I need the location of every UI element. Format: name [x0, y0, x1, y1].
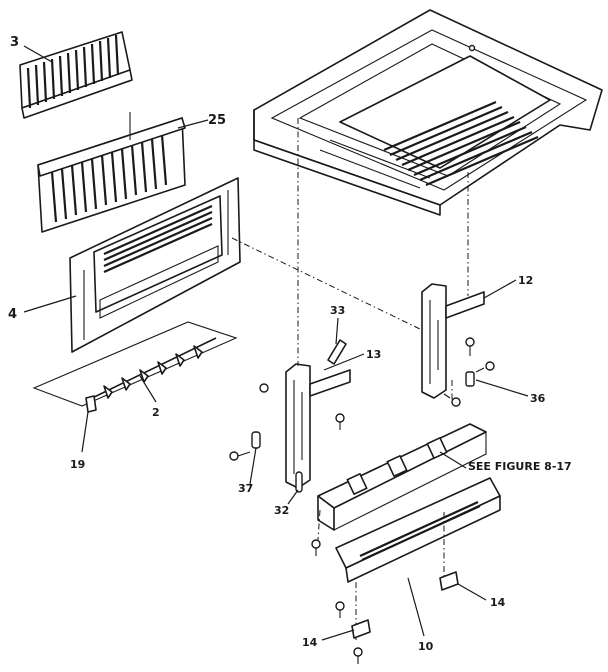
spring-32	[295, 471, 303, 493]
callout-33: 33	[330, 304, 345, 317]
callout-19: 19	[70, 458, 85, 471]
callout-32: 32	[274, 504, 289, 517]
spring-37	[251, 431, 261, 449]
clip-14	[351, 619, 371, 639]
screw-icon	[335, 601, 345, 618]
part-13-bracket	[285, 363, 351, 489]
callout-14-bottom: 14	[302, 636, 318, 649]
screw-icon	[335, 413, 345, 430]
part-25-ribs	[50, 134, 168, 223]
cover-grille	[383, 100, 539, 187]
part-12-bracket	[421, 283, 485, 399]
spring-clip-36	[465, 371, 475, 387]
clip-19	[85, 395, 97, 413]
callout-37: 37	[238, 482, 253, 495]
screw-icon	[353, 647, 363, 664]
callout-10: 10	[418, 640, 434, 653]
callout-12: 12	[518, 274, 533, 287]
screw-icon	[259, 383, 269, 393]
screw-icon	[475, 361, 495, 373]
callout-14-right: 14	[490, 596, 506, 609]
screw-icon	[465, 337, 475, 356]
assembly-rollers	[346, 436, 448, 496]
leader-lines	[23, 45, 529, 641]
callout-2: 2	[152, 406, 160, 419]
clip-14	[439, 571, 459, 591]
part-25-paper-guide	[37, 112, 186, 233]
part-2-roller-shaft	[32, 321, 238, 407]
callout-see-figure: SEE FIGURE 8-17	[468, 460, 572, 473]
screw-icon	[311, 539, 321, 556]
part-4-frame	[69, 177, 241, 353]
alignment-lines	[231, 118, 469, 640]
callout-3: 3	[10, 35, 19, 50]
cover-hole	[468, 44, 476, 52]
top-cover	[253, 9, 603, 216]
pin-33	[327, 339, 347, 365]
callout-36: 36	[530, 392, 546, 405]
callout-13: 13	[366, 348, 381, 361]
part-10-ribs	[359, 500, 481, 562]
callout-4: 4	[8, 307, 17, 322]
part-3-slats	[26, 34, 120, 109]
part-3-grille	[19, 31, 133, 119]
screw-icon	[443, 393, 461, 407]
part-2-rollers	[103, 345, 203, 399]
part-4-vents	[103, 204, 213, 274]
callout-25: 25	[208, 113, 226, 128]
part-10-lower-guide	[335, 477, 501, 583]
fasteners	[85, 337, 495, 664]
roller-assembly-8-17	[317, 423, 487, 531]
screw-icon	[229, 451, 251, 461]
